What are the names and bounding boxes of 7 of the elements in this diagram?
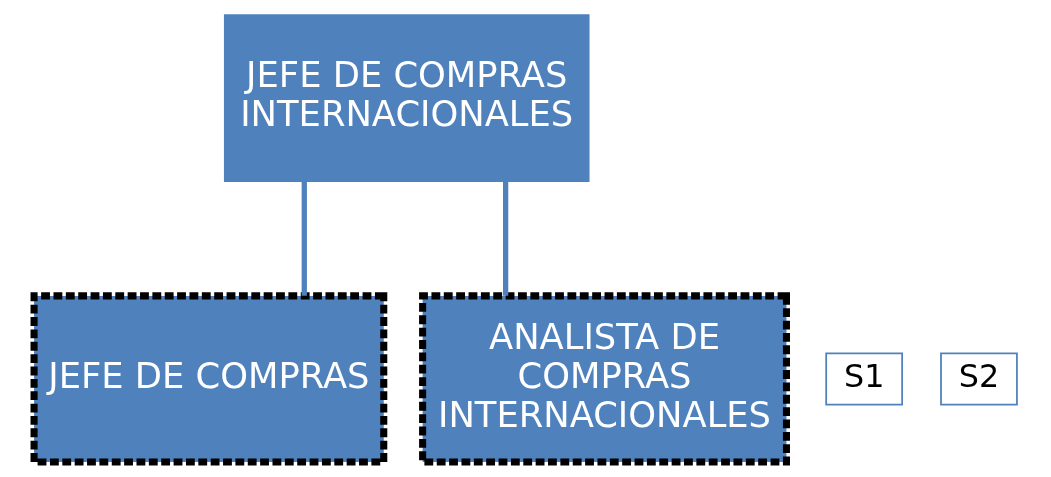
node-box: S2 xyxy=(940,352,1018,406)
connector xyxy=(301,181,307,296)
node-box: JEFE DE COMPRAS xyxy=(30,292,388,466)
node-box: S1 xyxy=(825,352,903,406)
node-box: ANALISTA DE COMPRAS INTERNACIONALES xyxy=(419,292,790,466)
connector xyxy=(503,181,509,296)
node-box: JEFE DE COMPRAS INTERNACIONALES xyxy=(223,14,590,182)
